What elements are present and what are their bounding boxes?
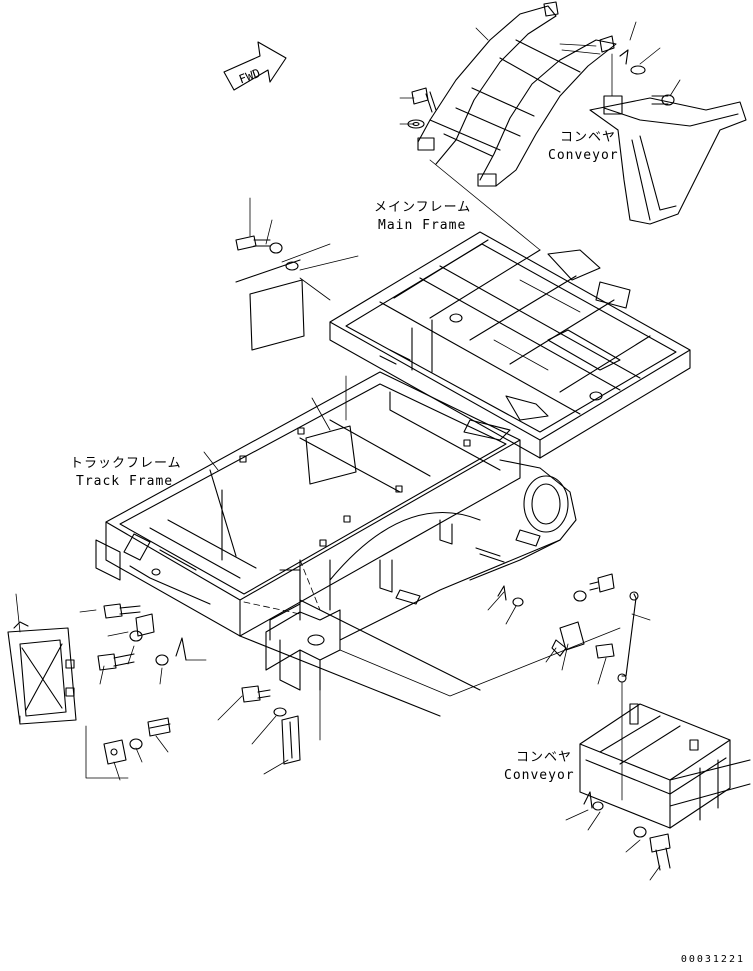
left-fasteners: [97, 603, 187, 765]
drawing-number: 00031221: [680, 954, 745, 965]
track-frame-label-en: Track Frame: [76, 474, 174, 489]
main-frame-label-en: Main Frame: [378, 218, 467, 233]
fwd-label: FWD: [237, 66, 262, 87]
track-frame-label-jp: トラックフレーム: [70, 456, 182, 471]
guide-lines: [85, 159, 621, 779]
fwd-arrow-icon: FWD: [223, 41, 287, 91]
track-frame: [95, 371, 577, 717]
callout-leaders: [15, 21, 681, 881]
center-fasteners: [241, 685, 301, 765]
top-conveyor-frame: [417, 1, 617, 187]
conveyor-top-label-jp: コンベヤ: [560, 130, 617, 145]
conveyor-bottom-label-en: Conveyor: [504, 768, 575, 783]
main-frame-label-jp: メインフレーム: [374, 200, 472, 215]
conveyor-bottom-label-jp: コンベヤ: [516, 750, 573, 765]
front-bracket: [7, 621, 77, 725]
bottom-right-fasteners: [583, 791, 671, 871]
right-fasteners: [497, 573, 639, 801]
bolt-top-icon: [407, 87, 437, 129]
cover-plate-group: [235, 235, 305, 351]
main-frame: [329, 231, 691, 459]
conveyor-top-label-en: Conveyor: [548, 148, 619, 163]
conveyor-bracket-top: [589, 49, 747, 225]
bottom-conveyor-frame: [579, 703, 751, 829]
